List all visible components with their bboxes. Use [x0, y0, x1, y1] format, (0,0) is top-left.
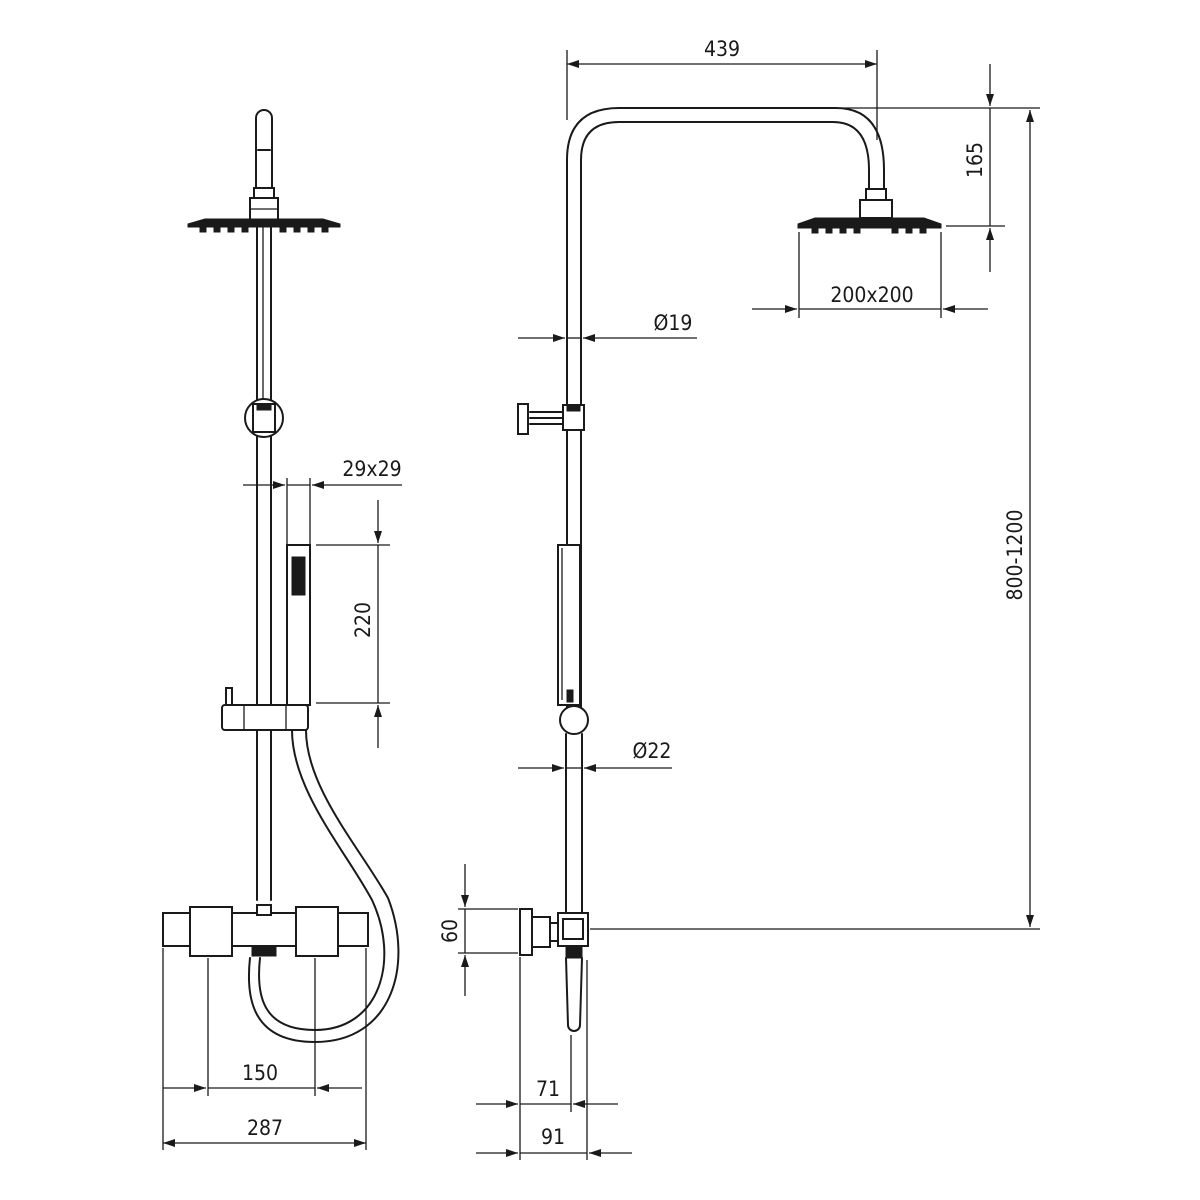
front-view: [162, 109, 400, 1043]
side-arm-inner: [580, 121, 870, 721]
dim-height-range: 800-1200: [1003, 510, 1027, 601]
side-head-connector: [865, 188, 887, 201]
dim-upper-pipe-diameter: Ø19: [654, 311, 693, 335]
dim-hand-shower-section: 29x29: [342, 457, 401, 481]
dim-inlet-height: 60: [438, 919, 462, 943]
front-head-connector: [253, 187, 275, 199]
side-view: [517, 107, 942, 1032]
side-shower-head-nozzles: [811, 227, 927, 234]
front-pipe-top-cap: [255, 109, 273, 196]
dim-wall-offset-total: 91: [541, 1125, 565, 1149]
front-hand-shower-spray-face: [291, 556, 306, 596]
side-hand-shower: [557, 544, 581, 706]
dim-mixer-width: 287: [247, 1116, 283, 1140]
side-mixer-wall-plate: [519, 908, 533, 956]
front-mixer-right-handle: [295, 906, 339, 957]
side-arm-outer: [566, 107, 885, 721]
dim-head-size: 200x200: [830, 283, 913, 307]
front-slider: [221, 704, 309, 731]
side-slider-knob: [559, 705, 589, 735]
side-outlet-pipe: [565, 957, 583, 1032]
dim-wall-offset-pipe: 71: [536, 1077, 560, 1101]
front-shower-head: [187, 218, 341, 228]
dim-arm-reach: 439: [704, 37, 740, 61]
dim-head-drop: 165: [963, 142, 987, 178]
side-upper-wall-plate: [517, 403, 529, 435]
dim-mixer-spacing: 150: [242, 1061, 278, 1085]
dimension-lines: 439 165 200x200 Ø19 29x29 220: [162, 37, 1040, 1160]
front-shower-head-nozzles: [199, 226, 329, 233]
front-mixer-left-handle: [189, 906, 233, 957]
side-shower-head: [797, 217, 942, 229]
front-hose: [258, 729, 386, 1031]
dim-hand-shower-length: 220: [351, 602, 375, 638]
front-mixer-outlet: [251, 945, 277, 957]
dim-lower-pipe-diameter: Ø22: [633, 739, 672, 763]
